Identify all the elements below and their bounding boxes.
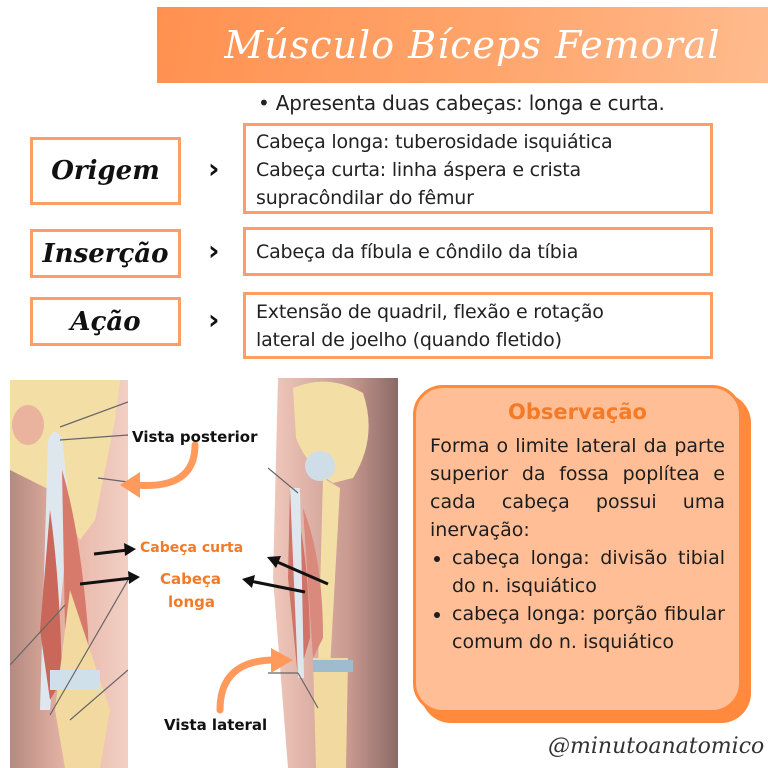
insertion-label-box: Inserção <box>30 229 181 278</box>
observation-title: Observação <box>508 400 647 424</box>
action-line: Extensão de quadril, flexão e rotação <box>256 301 604 323</box>
intro-text: Apresenta duas cabeças: longa e curta. <box>275 91 665 115</box>
action-line: lateral de joelho (quando fletido) <box>256 329 562 351</box>
lateral-view-label: Vista lateral <box>164 716 268 734</box>
lateral-curved-arrow-icon <box>216 648 293 714</box>
posterior-view-label: Vista posterior <box>132 428 258 446</box>
long-head-label-line2: longa <box>168 593 215 611</box>
long-head-label-line1: Cabeça <box>160 570 222 588</box>
title-banner: Músculo Bíceps Femoral <box>157 7 768 83</box>
origin-label-box: Origem <box>30 137 181 205</box>
insertion-label: Inserção <box>42 238 169 269</box>
posterior-curved-arrow-icon <box>120 441 199 498</box>
origin-line: supracôndilar do fêmur <box>256 187 474 209</box>
pointer-arrows <box>80 543 329 594</box>
page-title: Músculo Bíceps Femoral <box>224 23 721 67</box>
observation-card: Observação Forma o limite lateral da par… <box>413 385 742 713</box>
intro-bullet: • Apresenta duas cabeças: longa e curta. <box>258 91 665 115</box>
observation-item: cabeça longa: porção fibular comum do n.… <box>452 600 725 656</box>
chevron-right-icon: › <box>208 152 220 185</box>
bullet-icon: • <box>258 91 270 115</box>
lateral-leg-illustration <box>268 378 398 768</box>
origin-label: Origem <box>51 156 160 186</box>
chevron-right-icon: › <box>208 234 220 267</box>
observation-text: Forma o limite lateral da parte superior… <box>430 435 725 541</box>
chevron-right-icon: › <box>208 303 220 336</box>
observation-item: cabeça longa: divisão tibial do n. isqui… <box>452 544 725 600</box>
action-label-box: Ação <box>30 297 181 346</box>
short-head-label: Cabeça curta <box>140 540 244 556</box>
watermark-handle: @minutoanatomico <box>548 734 765 759</box>
origin-line: Cabeça longa: tuberosidade isquiática <box>256 131 613 153</box>
insertion-text-box: Cabeça da fíbula e côndilo da tíbia <box>243 227 713 276</box>
insertion-line: Cabeça da fíbula e côndilo da tíbia <box>256 241 579 263</box>
posterior-leg-illustration <box>10 380 128 768</box>
lateral-view-image <box>268 378 398 768</box>
observation-body: Forma o limite lateral da parte superior… <box>430 432 725 656</box>
observation-list: cabeça longa: divisão tibial do n. isqui… <box>430 544 725 656</box>
posterior-view-image <box>10 380 128 768</box>
origin-line: Cabeça curta: linha áspera e crista <box>256 159 581 181</box>
action-text-box: Extensão de quadril, flexão e rotação la… <box>243 292 713 359</box>
origin-text-box: Cabeça longa: tuberosidade isquiática Ca… <box>243 123 713 214</box>
action-label: Ação <box>70 306 141 337</box>
